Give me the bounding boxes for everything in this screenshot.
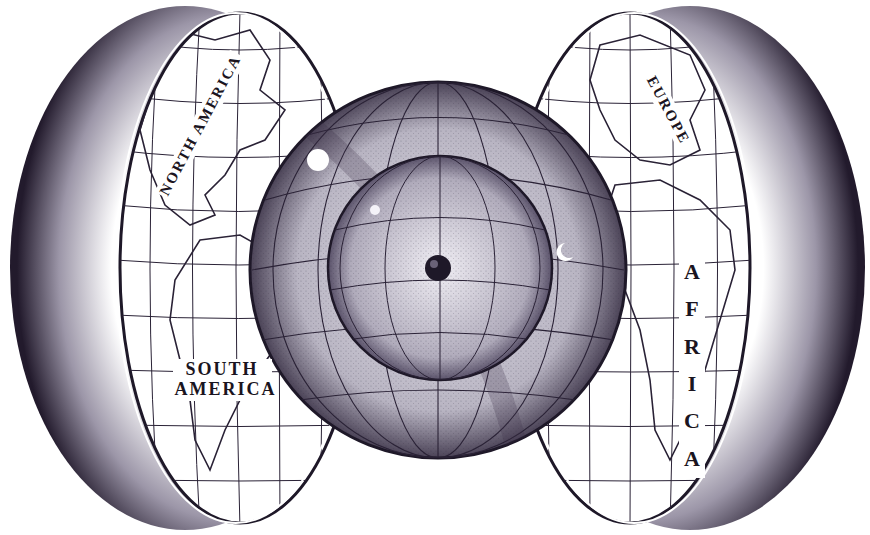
- region-label: SOUTH AMERICA: [173, 359, 272, 401]
- region-label: AFRICA: [679, 252, 705, 478]
